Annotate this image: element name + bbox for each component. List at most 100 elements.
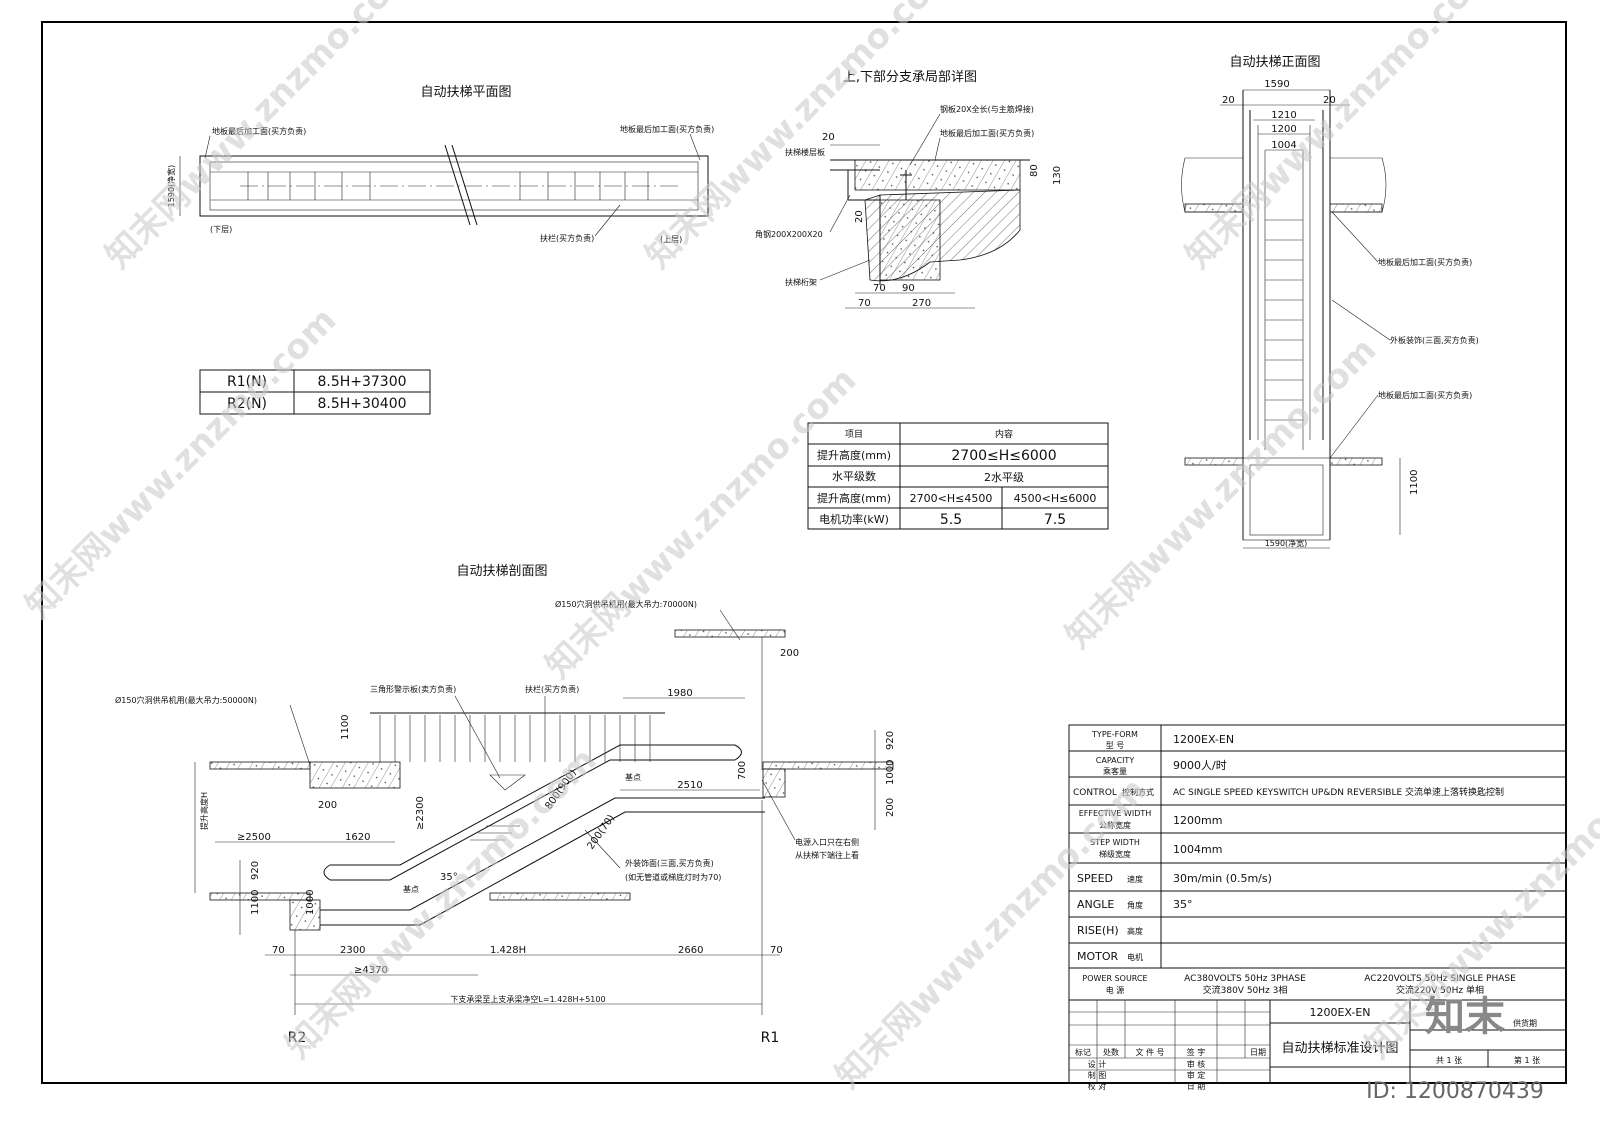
detail-steel-plate-label: 钢板20X全长(与主筋焊接) — [940, 104, 1034, 114]
front-floor-label-1: 地板最后加工面(买方负责) — [1378, 257, 1472, 267]
front-dim-1200: 1200 — [1271, 124, 1296, 135]
section-hole-top-label: Ø150穴洞供吊机用(最大吊力:70000N) — [555, 599, 697, 609]
sec-dim-4370: ≥4370 — [354, 965, 388, 976]
watermark-layer: 知末网www.znzmo.com 知末网www.znzmo.com 知末网www… — [18, 0, 1600, 1104]
detail-dim-70a: 70 — [873, 283, 886, 294]
tb-control-value: AC SINGLE SPEED KEYSWITCH UP&DN REVERSIB… — [1173, 786, 1504, 798]
watermark-6: 知末网www.znzmo.com — [1058, 330, 1384, 656]
sheet-border — [41, 21, 1567, 1084]
front-dim-20-right: 20 — [1323, 95, 1336, 106]
section-hole-left-label: Ø150穴洞供吊机用(最大吊力:50000N) — [115, 695, 257, 705]
detail-dim-20b: 20 — [854, 210, 865, 223]
tb-angle-en: ANGLE — [1077, 898, 1114, 911]
spec-row1-value: 2700≤H≤6000 — [951, 448, 1056, 464]
reaction-r2-key: R2(N) — [227, 396, 267, 412]
tb-approve: 审 定 — [1187, 1070, 1206, 1080]
tb-power-v1-cn: 交流380V 50Hz 3相 — [1203, 984, 1288, 996]
sec-dim-200-top: 200 — [780, 648, 799, 659]
tb-capacity-en: CAPACITY — [1096, 756, 1135, 765]
spec-row2-key: 水平级数 — [832, 470, 876, 483]
section-overall-dim: 下支承梁至上支承梁净空L=1.428H+5100 — [450, 994, 605, 1004]
tb-date: 日 期 — [1187, 1082, 1206, 1091]
section-rise-label: 提升高度H — [199, 792, 209, 830]
detail-dim-20a: 20 — [822, 132, 835, 143]
tb-design: 设 计 — [1088, 1059, 1107, 1069]
tb-stepwidth-value: 1004mm — [1173, 843, 1222, 856]
tb-control-en: CONTROL — [1073, 788, 1117, 798]
sec-dim-2300v: ≥2300 — [415, 796, 426, 830]
plan-handrail-label: 扶栏(买方负责) — [540, 233, 594, 243]
tb-angle-value: 35° — [1173, 898, 1193, 911]
tb-header-sign: 签 字 — [1187, 1047, 1206, 1057]
tb-type-en: TYPE-FORM — [1091, 730, 1138, 739]
tb-check: 校 对 — [1088, 1081, 1107, 1091]
plan-title: 自动扶梯平面图 — [420, 85, 511, 100]
tb-sheets-total: 共 1 张 — [1436, 1056, 1462, 1065]
front-view: 自动扶梯正面图 1590 20 20 1210 1200 1004 — [1181, 55, 1479, 549]
sec-dim-1428: 1.428H — [490, 945, 526, 956]
watermark-4: 知末网www.znzmo.com — [18, 300, 344, 626]
front-dim-20-left: 20 — [1222, 95, 1235, 106]
sec-dim-700: 700 — [737, 761, 748, 780]
sec-dim-2660: 2660 — [678, 945, 703, 956]
title-block: TYPE-FORM 型 号 1200EX-EN CAPACITY 乘客量 900… — [1068, 724, 1567, 1091]
tb-rise-en: RISE(H) — [1077, 924, 1119, 937]
detail-dim-130: 130 — [1052, 166, 1063, 185]
section-handrail-label: 扶栏(买方负责) — [525, 684, 579, 694]
tb-stepwidth-en: STEP WIDTH — [1090, 838, 1140, 847]
detail-dim-270: 270 — [912, 298, 931, 309]
tb-model: 1200EX-EN — [1309, 1006, 1370, 1019]
front-dim-1004: 1004 — [1271, 140, 1296, 151]
watermark-1: 知末网www.znzmo.com — [98, 0, 424, 276]
reaction-r1-label: R1 — [761, 1030, 780, 1046]
sec-dim-920-l: 920 — [250, 861, 261, 880]
sec-dim-200-r: 200 — [885, 798, 896, 817]
tb-power-en: POWER SOURCE — [1082, 974, 1147, 983]
spec-row4-v2: 7.5 — [1044, 512, 1066, 528]
plan-upper-label: (上层) — [660, 235, 682, 244]
spec-row4-key: 电机功率(kW) — [819, 512, 889, 526]
plan-lower-label: (下层) — [210, 225, 232, 234]
front-floor-label-2: 地板最后加工面(买方负责) — [1378, 390, 1472, 400]
sec-dim-1100-top: 1100 — [340, 715, 351, 740]
sec-dim-920-r: 920 — [885, 731, 896, 750]
tb-stepwidth-cn: 梯级宽度 — [1099, 849, 1131, 859]
sec-dim-1000-r: 1000 — [885, 760, 896, 785]
front-dim-bottom: 1590(净宽) — [1265, 538, 1308, 548]
sec-dim-2500: ≥2500 — [237, 832, 271, 843]
spec-row4-v1: 5.5 — [940, 512, 962, 528]
tb-rise-cn: 高度 — [1127, 926, 1143, 936]
support-detail-view: 上,下部分支承局部详图 20 80 130 20 70 90 70 270 钢板… — [755, 70, 1063, 309]
reaction-r1-key: R1(N) — [227, 374, 267, 390]
section-power-label-2: 从扶梯下端往上看 — [795, 850, 859, 860]
reaction-r2-label: R2 — [288, 1030, 307, 1046]
detail-dim-90: 90 — [902, 283, 915, 294]
tb-sheet-no: 第 1 张 — [1514, 1055, 1540, 1065]
tb-effwidth-value: 1200mm — [1173, 814, 1222, 827]
tb-capacity-value: 9000人/时 — [1173, 759, 1227, 772]
section-cladding-label-2: (如无管道或梯底灯时为70) — [625, 872, 721, 882]
sec-dim-70-l: 70 — [272, 945, 285, 956]
front-dim-1590: 1590 — [1264, 79, 1289, 90]
tb-draw: 制 图 — [1088, 1070, 1107, 1080]
reaction-table: R1(N) 8.5H+37300 R2(N) 8.5H+30400 — [199, 369, 431, 415]
plan-floor-label-right: 地板最后加工面(买方负责) — [620, 124, 714, 134]
spec-header-item: 项目 — [845, 429, 863, 440]
plan-width-dim: 1590(净宽) — [166, 165, 176, 208]
spec-row3-v2: 4500<H≤6000 — [1014, 492, 1097, 505]
spec-row3-key: 提升高度(mm) — [817, 491, 891, 505]
section-cladding-label: 外装饰面(三面,买方负责) — [625, 858, 714, 868]
tb-speed-cn: 速度 — [1127, 874, 1143, 884]
tb-power-cn: 电 源 — [1106, 985, 1125, 995]
detail-dim-70b: 70 — [858, 298, 871, 309]
spec-header-content: 内容 — [995, 428, 1013, 440]
spec-table: 项目 内容 提升高度(mm) 2700≤H≤6000 水平级数 2水平级 提升高… — [807, 422, 1109, 530]
section-base-bottom-label: 基点 — [403, 884, 419, 894]
sec-dim-200-70: 200(70) — [585, 813, 617, 852]
sec-dim-1980: 1980 — [667, 688, 692, 699]
front-dim-1100: 1100 — [1409, 470, 1420, 495]
tb-effwidth-cn: 公称宽度 — [1099, 820, 1131, 830]
front-title: 自动扶梯正面图 — [1229, 55, 1320, 70]
